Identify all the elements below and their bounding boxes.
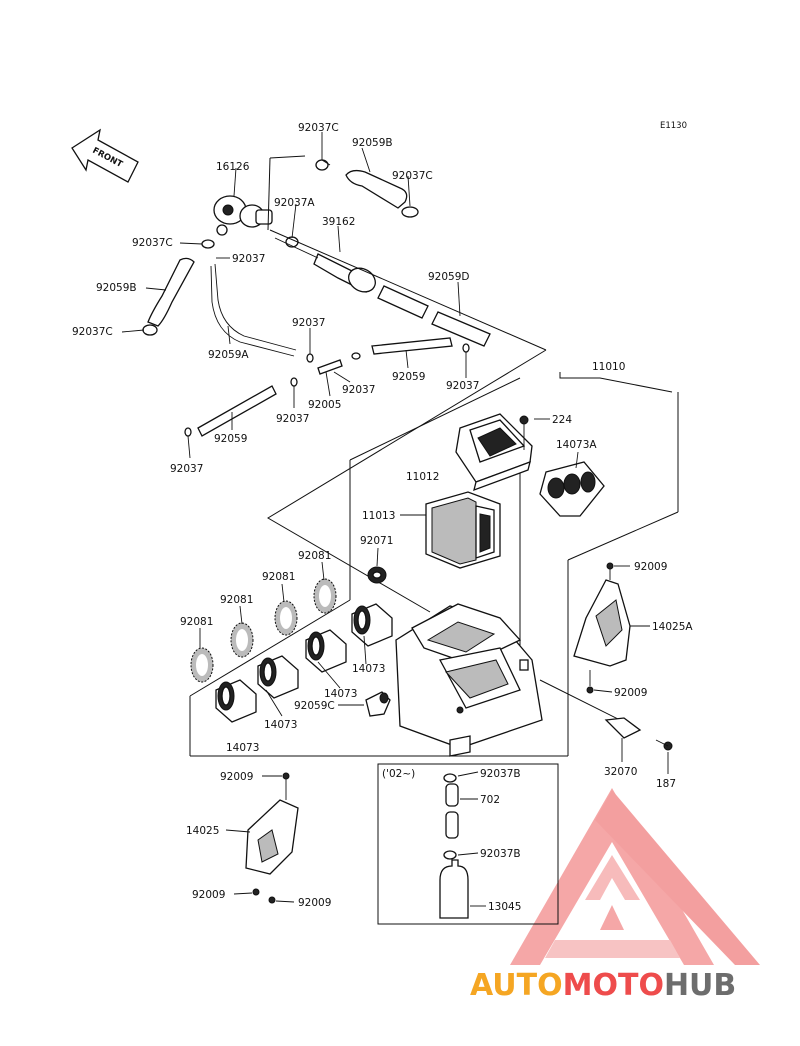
label-92059: 92059 (392, 371, 425, 383)
label-14073: 14073 (264, 719, 297, 731)
label-11012: 11012 (406, 471, 439, 483)
label-92009: 92009 (298, 897, 331, 909)
label-224: 224 (552, 414, 572, 426)
label-92059: 92059 (214, 433, 247, 445)
label-92037C: 92037C (72, 326, 113, 338)
bracket-14025A (573, 562, 631, 694)
label-92081: 92081 (262, 571, 295, 583)
label-92037: 92037 (446, 380, 479, 392)
grommet-92071 (367, 566, 387, 584)
label-92059C: 92059C (294, 700, 335, 712)
duct-14073A (539, 461, 605, 517)
ducts-14073 (215, 603, 393, 723)
air-box-11010 (395, 603, 543, 757)
label-92081: 92081 (220, 594, 253, 606)
bracket-32070 (604, 717, 673, 751)
drain-kit-box (377, 763, 559, 925)
label-92081: 92081 (180, 616, 213, 628)
watermark-text: AUTOMOTOHUB (470, 968, 736, 1003)
label-92009: 92009 (634, 561, 667, 573)
label-92037B: 92037B (480, 848, 521, 860)
label-92037: 92037 (232, 253, 265, 265)
label-16126: 16126 (216, 161, 250, 173)
canister-39162 (274, 237, 376, 293)
filter-cover-11012 (455, 413, 533, 492)
label-92037: 92037 (276, 413, 309, 425)
label-92059A: 92059A (208, 349, 249, 361)
label-14073A: 14073A (556, 439, 597, 451)
watermark-triangle-icon (510, 788, 714, 965)
label-11010: 11010 (592, 361, 625, 373)
leader-lines (121, 132, 669, 907)
clamp-rings-92081 (190, 578, 337, 683)
part-labels: 92037C 92059B 92037C 16126 92037A 39162 … (72, 122, 693, 913)
label-92009: 92009 (220, 771, 253, 783)
label-92037C: 92037C (132, 237, 173, 249)
label-box-note: ('02~) (382, 768, 415, 780)
air-filter-11013 (425, 491, 501, 569)
watermark-logo (510, 788, 760, 965)
label-92037: 92037 (170, 463, 203, 475)
valve-16126 (213, 195, 273, 236)
label-92009: 92009 (614, 687, 647, 699)
label-187: 187 (656, 778, 676, 790)
label-92009: 92009 (192, 889, 225, 901)
label-92037C: 92037C (298, 122, 339, 134)
group-frame-lines (189, 155, 679, 757)
label-32070: 32070 (604, 766, 637, 778)
label-14073: 14073 (352, 663, 385, 675)
label-92059D: 92059D (428, 271, 470, 283)
label-92005: 92005 (308, 399, 341, 411)
front-arrow-icon: FRONT (71, 128, 139, 183)
upper-hoses (142, 159, 491, 437)
label-92071: 92071 (360, 535, 393, 547)
label-92059B: 92059B (352, 137, 393, 149)
elbow-92059C (365, 691, 391, 717)
label-13045: 13045 (488, 901, 521, 913)
watermark-part-hub: HUB (664, 968, 736, 1003)
label-92037A: 92037A (274, 197, 315, 209)
diagram-code: E1130 (660, 121, 687, 131)
watermark-part-moto: MOTO (563, 968, 664, 1003)
label-14073: 14073 (226, 742, 259, 754)
label-92081: 92081 (298, 550, 331, 562)
label-14025A: 14025A (652, 621, 693, 633)
label-14073: 14073 (324, 688, 357, 700)
label-14025: 14025 (186, 825, 219, 837)
label-92037: 92037 (342, 384, 375, 396)
label-92037B: 92037B (480, 768, 521, 780)
watermark-part-auto: AUTO (470, 968, 563, 1003)
label-92037C: 92037C (392, 170, 433, 182)
label-39162: 39162 (322, 216, 355, 228)
label-702: 702 (480, 794, 500, 806)
bracket-14025 (245, 772, 299, 904)
label-92059B: 92059B (96, 282, 137, 294)
label-11013: 11013 (362, 510, 395, 522)
label-92037: 92037 (292, 317, 325, 329)
